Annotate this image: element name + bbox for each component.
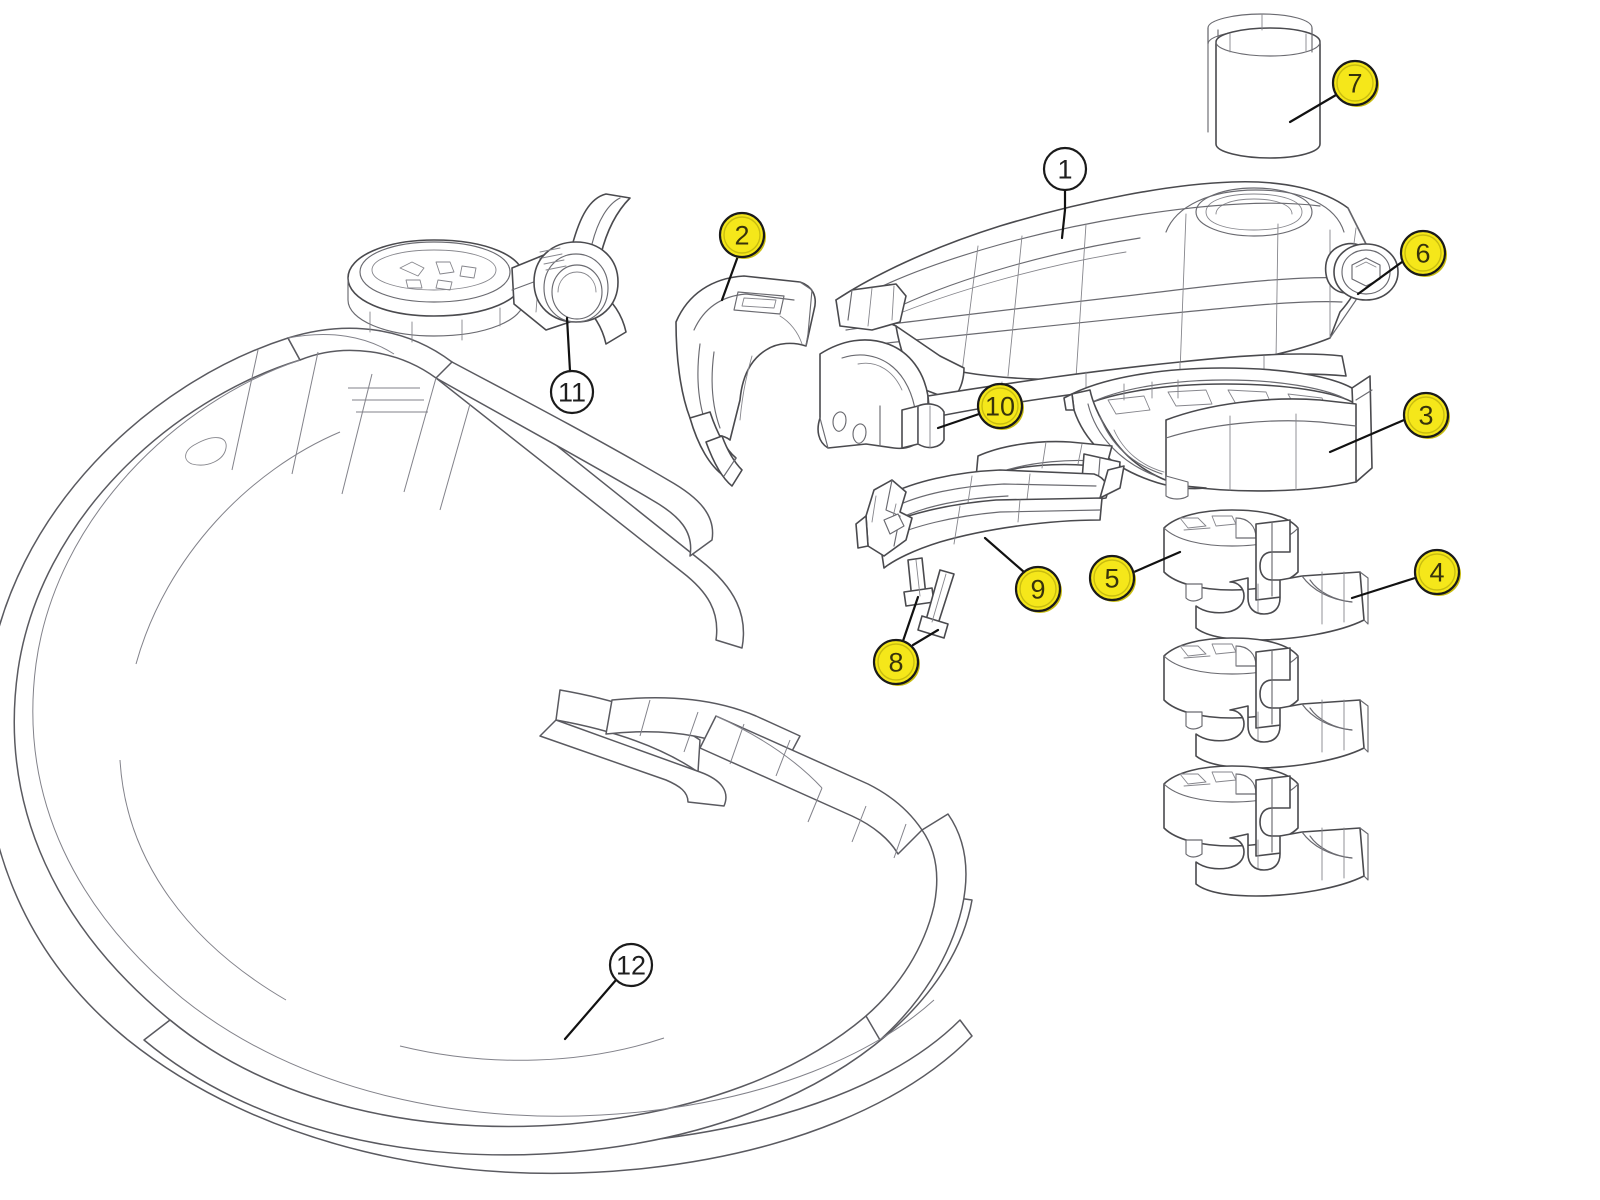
callout-10[interactable]: 10 — [976, 382, 1024, 430]
callout-5[interactable]: 5 — [1088, 554, 1136, 602]
callout-circle-9[interactable] — [1014, 565, 1062, 613]
clamp-set-3 — [1163, 765, 1369, 897]
callout-inner-ring — [1404, 234, 1442, 272]
leader-line-7 — [1288, 93, 1338, 124]
callout-circle-6[interactable] — [1399, 229, 1447, 277]
callout-inner-ring — [1093, 559, 1131, 597]
callout-11[interactable]: 11 — [549, 369, 595, 415]
part-lower-cradle — [1063, 367, 1373, 500]
callout-circle-7[interactable] — [1331, 59, 1379, 107]
part-cable-guide — [855, 440, 1125, 569]
callout-circle-8[interactable] — [872, 638, 920, 686]
callout-inner-ring — [1336, 64, 1374, 102]
callout-2[interactable]: 2 — [718, 211, 766, 259]
callout-circle-3[interactable] — [1402, 391, 1450, 439]
leader-line-12 — [563, 978, 618, 1041]
callout-number-3: 3 — [1418, 401, 1433, 431]
callout-number-9: 9 — [1030, 575, 1045, 605]
part-handlebar — [0, 327, 973, 1175]
callout-number-1: 1 — [1057, 155, 1072, 185]
leader-line-4 — [1350, 576, 1417, 600]
callout-number-4: 4 — [1429, 558, 1444, 588]
leader-line-6 — [1356, 260, 1404, 296]
callout-number-10: 10 — [985, 392, 1015, 422]
leader-line-10 — [936, 412, 981, 430]
callout-leader-lines — [563, 93, 1417, 1041]
callout-circle-2[interactable] — [718, 211, 766, 259]
callout-inner-ring — [1418, 553, 1456, 591]
clamp-set-2 — [1163, 637, 1369, 769]
callout-6[interactable]: 6 — [1399, 229, 1447, 277]
part-front-cover — [675, 275, 816, 487]
callout-4[interactable]: 4 — [1413, 548, 1461, 596]
callout-1[interactable]: 1 — [1042, 146, 1088, 192]
leader-line-2 — [720, 254, 740, 302]
callout-circle-12[interactable] — [608, 942, 654, 988]
leader-line-11 — [565, 316, 572, 373]
callout-number-5: 5 — [1104, 564, 1119, 594]
callout-inner-ring — [1019, 570, 1057, 608]
clamp-set-1 — [1163, 509, 1369, 641]
leader-line-9 — [983, 536, 1026, 574]
part-computer-mount — [347, 193, 631, 345]
callout-number-2: 2 — [734, 221, 749, 251]
part-barrel-bushing — [901, 403, 945, 449]
callout-inner-ring — [723, 216, 761, 254]
callout-9[interactable]: 9 — [1014, 565, 1062, 613]
callout-number-8: 8 — [888, 648, 903, 678]
callout-number-12: 12 — [616, 951, 646, 981]
leader-line-8 — [901, 595, 920, 643]
callout-inner-ring — [1407, 396, 1445, 434]
leader-line-3 — [1328, 418, 1406, 454]
callout-circle-11[interactable] — [549, 369, 595, 415]
callout-inner-ring — [981, 387, 1019, 425]
callout-3[interactable]: 3 — [1402, 391, 1450, 439]
callout-circle-4[interactable] — [1413, 548, 1461, 596]
callout-circle-5[interactable] — [1088, 554, 1136, 602]
callout-8[interactable]: 8 — [872, 638, 920, 686]
part-spacer-sleeve — [1207, 13, 1321, 159]
callout-7[interactable]: 7 — [1331, 59, 1379, 107]
leader-line-5 — [1132, 550, 1182, 574]
callout-12[interactable]: 12 — [608, 942, 654, 988]
callout-number-7: 7 — [1347, 69, 1362, 99]
callout-circle-10[interactable] — [976, 382, 1024, 430]
callout-number-11: 11 — [558, 378, 586, 408]
part-stem-body — [817, 180, 1374, 450]
leader-line-8-b — [911, 628, 940, 647]
callout-circle-1[interactable] — [1042, 146, 1088, 192]
part-hex-bolt — [1333, 243, 1399, 301]
callout-inner-ring — [877, 643, 915, 681]
callout-number-6: 6 — [1415, 239, 1430, 269]
leader-line-1 — [1060, 188, 1067, 240]
